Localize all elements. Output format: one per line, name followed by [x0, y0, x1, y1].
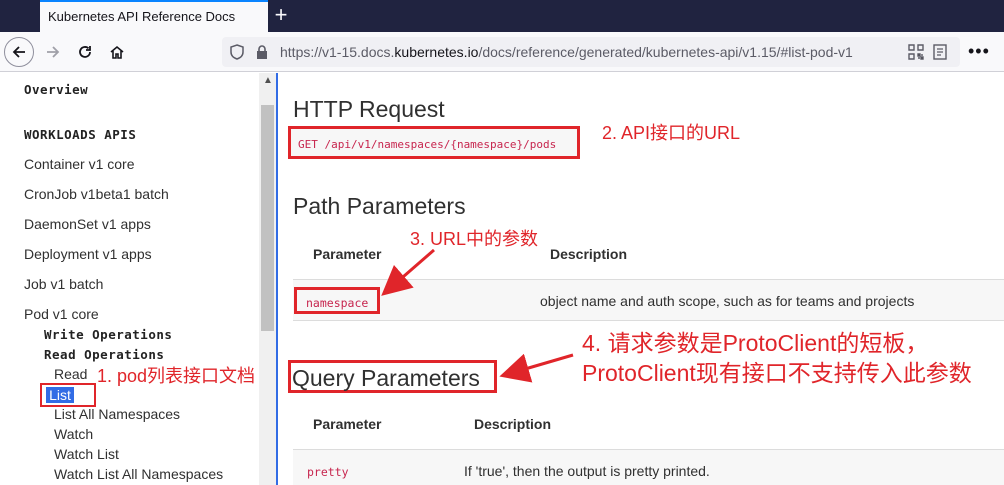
annotation-4-line2: ProtoClient现有接口不支持传入此参数	[582, 360, 972, 386]
annotation-4-line1: 4. 请求参数是ProtoClient的短板，	[582, 330, 929, 356]
path-parameters-heading: Path Parameters	[293, 193, 466, 219]
sidebar-item-daemonset[interactable]: DaemonSet v1 apps	[24, 216, 151, 232]
home-icon	[110, 45, 124, 59]
sidebar-item-read[interactable]: Read	[54, 366, 88, 382]
sidebar-item-watch-list-all-namespaces[interactable]: Watch List All Namespaces	[54, 466, 224, 482]
query-parameters-heading: Query Parameters	[292, 365, 480, 391]
query-param-name: pretty	[307, 465, 349, 479]
scrollbar-thumb[interactable]	[261, 105, 274, 331]
navigation-bar: https://v1-15.docs.kubernetes.io/docs/re…	[0, 32, 1004, 72]
sidebar-overview[interactable]: Overview	[24, 82, 89, 97]
reader-view-icon[interactable]	[932, 44, 948, 60]
sidebar-item-list-highlight[interactable]: List	[40, 383, 96, 407]
table-row	[293, 450, 1004, 485]
sidebar-read-operations[interactable]: Read Operations	[44, 347, 165, 362]
sidebar-divider	[276, 73, 278, 485]
path-param-name: namespace	[306, 296, 369, 310]
annotation-3: 3. URL中的参数	[410, 229, 539, 249]
qr-code-icon[interactable]	[908, 44, 924, 60]
path-param-highlight: namespace	[294, 287, 380, 314]
sidebar-item-list[interactable]: List	[46, 387, 74, 403]
annotation-1: 1. pod列表接口文档	[97, 366, 256, 386]
sidebar-section-heading[interactable]: WORKLOADS APIS	[24, 127, 137, 142]
http-request-heading: HTTP Request	[293, 96, 445, 122]
arrow-left-icon	[12, 46, 25, 58]
sidebar-item-watch[interactable]: Watch	[54, 426, 94, 442]
sidebar-item-watch-list[interactable]: Watch List	[54, 446, 119, 462]
http-request-code-block: GET /api/v1/namespaces/{namespace}/pods	[288, 126, 580, 159]
query-col-parameter: Parameter	[313, 416, 382, 432]
forward-button[interactable]	[38, 37, 68, 67]
sidebar-nav: Overview WORKLOADS APIS Container v1 cor…	[0, 73, 276, 485]
path-col-parameter: Parameter	[313, 246, 382, 262]
lock-icon[interactable]	[255, 44, 269, 60]
annotation-2: 2. API接口的URL	[602, 123, 741, 143]
back-button[interactable]	[4, 37, 34, 67]
reload-button[interactable]	[70, 37, 100, 67]
scroll-up-icon[interactable]: ▲	[263, 75, 273, 86]
sidebar-item-job[interactable]: Job v1 batch	[24, 276, 104, 292]
url-text[interactable]: https://v1-15.docs.kubernetes.io/docs/re…	[280, 44, 853, 60]
sidebar-item-pod[interactable]: Pod v1 core	[24, 306, 99, 322]
browser-tab[interactable]: Kubernetes API Reference Docs	[40, 0, 268, 32]
query-parameters-highlight: Query Parameters	[288, 360, 497, 393]
table-divider	[293, 320, 1004, 321]
home-button[interactable]	[102, 37, 132, 67]
sidebar-write-operations[interactable]: Write Operations	[44, 327, 173, 342]
path-param-description: object name and auth scope, such as for …	[540, 293, 915, 309]
reload-icon	[79, 46, 91, 58]
overflow-menu-button[interactable]: •••	[968, 41, 990, 61]
shield-icon[interactable]	[230, 44, 244, 60]
query-param-description: If 'true', then the output is pretty pri…	[464, 463, 710, 479]
address-bar[interactable]: https://v1-15.docs.kubernetes.io/docs/re…	[222, 37, 960, 67]
table-divider	[293, 279, 1004, 280]
sidebar-item-container[interactable]: Container v1 core	[24, 156, 135, 172]
sidebar-item-list-all-namespaces[interactable]: List All Namespaces	[54, 406, 181, 422]
sidebar-item-cronjob[interactable]: CronJob v1beta1 batch	[24, 186, 169, 202]
sidebar-item-deployment[interactable]: Deployment v1 apps	[24, 246, 152, 262]
sidebar-scrollbar[interactable]: ▲	[259, 73, 276, 485]
path-col-description: Description	[550, 246, 628, 262]
tab-strip: Kubernetes API Reference Docs +	[0, 0, 1004, 32]
arrow-right-icon	[47, 46, 60, 58]
http-request-code: GET /api/v1/namespaces/{namespace}/pods	[298, 138, 557, 151]
table-divider	[293, 449, 1004, 450]
tab-title: Kubernetes API Reference Docs	[48, 9, 236, 24]
new-tab-button[interactable]: +	[274, 2, 288, 27]
query-col-description: Description	[474, 416, 552, 432]
